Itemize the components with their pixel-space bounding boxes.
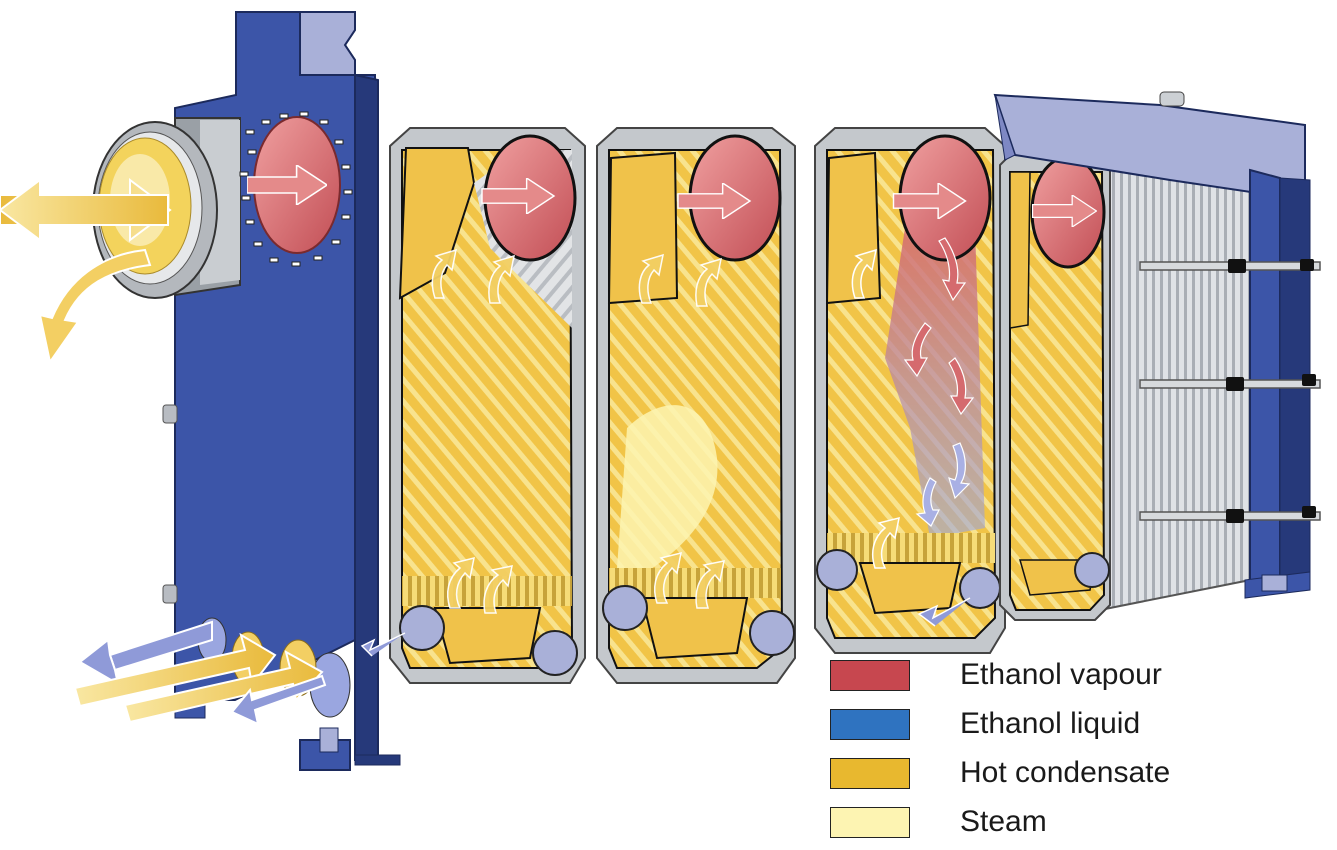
vapour-inlet-port	[239, 111, 353, 267]
heat-exchanger-plate-3	[814, 127, 1006, 654]
legend-swatch	[830, 709, 910, 740]
legend-label: Ethanol liquid	[960, 707, 1141, 740]
legend: Ethanol vapour Ethanol liquid Hot conden…	[830, 654, 1310, 850]
heat-exchanger-plate-2	[596, 127, 796, 684]
heat-exchanger-plate-1	[360, 127, 586, 684]
legend-item-ethanol-liquid: Ethanol liquid	[830, 703, 1310, 752]
legend-swatch	[830, 807, 910, 838]
heat-exchanger-plate-4	[999, 149, 1111, 621]
legend-swatch	[830, 660, 910, 691]
legend-label: Steam	[960, 805, 1047, 838]
legend-item-hot-condensate: Hot condensate	[830, 752, 1310, 801]
flow-arrow-icon	[0, 178, 169, 365]
legend-label: Ethanol vapour	[960, 658, 1162, 691]
legend-swatch	[830, 758, 910, 789]
legend-label: Hot condensate	[960, 756, 1171, 789]
pressure-plate-frame	[993, 91, 1321, 599]
legend-item-steam: Steam	[830, 801, 1310, 850]
legend-item-ethanol-vapour: Ethanol vapour	[830, 654, 1310, 703]
bottom-port-connections	[73, 617, 351, 726]
